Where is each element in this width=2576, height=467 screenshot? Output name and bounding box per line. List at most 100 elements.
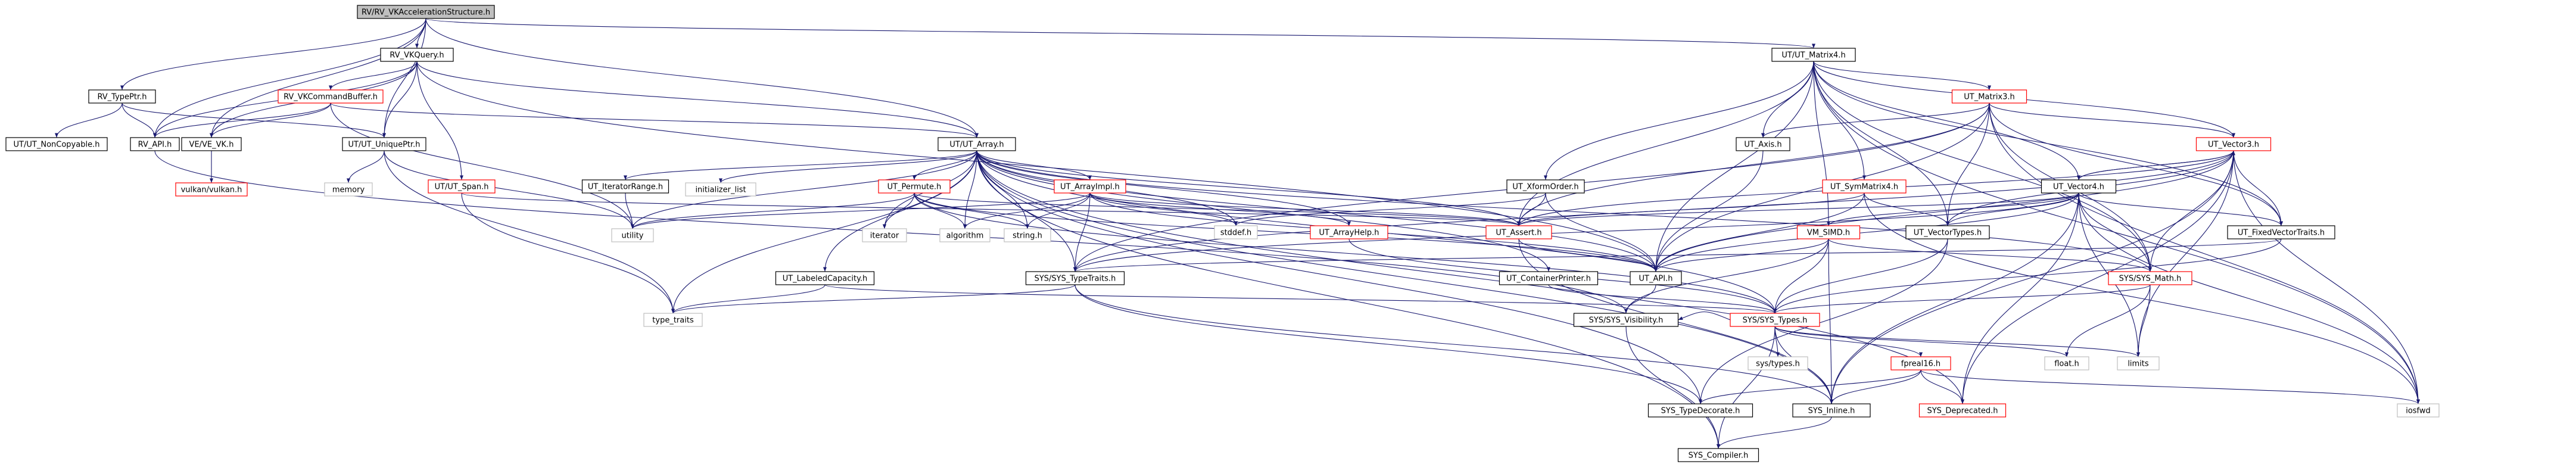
edge-rv_vkcmdbuf-to-ve_vk — [209, 102, 331, 138]
node-rv-vkquery[interactable]: RV_VKQuery.h — [380, 48, 454, 62]
node-sys-typetraits[interactable]: SYS/SYS_TypeTraits.h — [1025, 271, 1125, 285]
edge-ut_permute-to-algorithm — [914, 192, 967, 229]
node-label: SYS/SYS_Types.h — [1743, 316, 1808, 325]
node-ut-span[interactable]: UT/UT_Span.h — [428, 179, 496, 194]
edge-ut_permute-to-utility — [631, 192, 915, 229]
edge-ut_xformorder-to-stddef — [1234, 192, 1546, 226]
node-label: limits — [2128, 360, 2149, 369]
node-sys-deprecated[interactable]: SYS_Deprecated.h — [1918, 403, 2007, 418]
node-box — [2041, 179, 2117, 194]
node-ut-vectortypes[interactable]: UT_VectorTypes.h — [1905, 225, 1990, 239]
node-vulkan[interactable]: vulkan/vulkan.h — [175, 182, 248, 197]
node-box — [611, 228, 654, 242]
node-ut-api[interactable]: UT_API.h — [1630, 271, 1682, 285]
node-sys-typedecorate[interactable]: SYS_TypeDecorate.h — [1647, 403, 1753, 418]
node-iosfwd[interactable]: iosfwd — [2397, 403, 2440, 418]
node-float-h[interactable]: float.h — [2044, 356, 2089, 371]
node-ut-uniqueptr[interactable]: UT/UT_UniquePtr.h — [342, 137, 426, 151]
edge-ut_array-to-ut_labeled — [823, 150, 977, 272]
node-box — [1771, 48, 1856, 62]
node-vm-simd[interactable]: VM_SIMD.h — [1796, 225, 1861, 239]
node-label: RV_VKQuery.h — [390, 51, 444, 60]
edge-sys_types-to-float_h — [1774, 326, 2069, 357]
edge-ut_matrix3-to-ut_vectortypes — [1945, 102, 1990, 226]
node-sys-math[interactable]: SYS/SYS_Math.h — [2108, 271, 2192, 285]
node-rv-vkcmdbuf[interactable]: RV_VKCommandBuffer.h — [278, 89, 384, 104]
edge-root-to-rv_vkquery — [415, 18, 426, 49]
node-ut-axis[interactable]: UT_Axis.h — [1736, 137, 1790, 151]
node-label: UT_LabeledCapacity.h — [783, 275, 868, 284]
edge-ut_vector3-to-limits — [2136, 150, 2234, 357]
edge-vm_simd-to-sys_inline — [1828, 238, 1834, 404]
node-box — [1214, 225, 1258, 239]
node-memory[interactable]: memory — [324, 182, 373, 197]
node-box — [939, 228, 990, 242]
node-ut-vector4[interactable]: UT_Vector4.h — [2041, 179, 2117, 194]
node-box — [428, 179, 496, 194]
node-ut-permute[interactable]: UT_Permute.h — [878, 179, 951, 194]
node-label: memory — [332, 186, 365, 195]
edge-root-to-rv_typeptr — [120, 18, 426, 91]
node-fpreal16[interactable]: fpreal16.h — [1890, 356, 1951, 371]
node-algorithm[interactable]: algorithm — [939, 228, 990, 242]
node-box — [2227, 225, 2335, 239]
node-ut-labeled[interactable]: UT_LabeledCapacity.h — [775, 271, 875, 285]
edge-ut_symmatrix4-to-ut_vectortypes — [1864, 192, 1950, 226]
edge-ut_vectortypes-to-sys_types — [1773, 238, 1948, 314]
node-ut-containerprinter[interactable]: UT_ContainerPrinter.h — [1499, 271, 1599, 285]
node-label: UT_ContainerPrinter.h — [1506, 275, 1591, 284]
node-utility[interactable]: utility — [611, 228, 654, 242]
node-sys-types[interactable]: SYS/SYS_Types.h — [1730, 313, 1820, 327]
node-box — [1630, 271, 1682, 285]
node-root[interactable]: RV/RV_VKAccelerationStructure.h — [357, 5, 495, 19]
node-box — [1792, 403, 1871, 418]
node-ve-vk[interactable]: VE/VE_VK.h — [181, 137, 242, 151]
node-rv-typeptr[interactable]: RV_TypePtr.h — [88, 89, 156, 104]
node-label: UT_VectorTypes.h — [1914, 229, 1982, 238]
node-type-traits[interactable]: type_traits — [643, 313, 703, 327]
node-label: SYS/SYS_Math.h — [2119, 275, 2182, 284]
node-ut-iterrange[interactable]: UT_IteratorRange.h — [581, 179, 669, 194]
node-sys-visibility[interactable]: SYS/SYS_Visibility.h — [1573, 313, 1679, 327]
edge-sys_types-to-sys_compiler — [1716, 326, 1776, 449]
edge-ut_array-to-ut_arrayimpl — [976, 150, 1092, 180]
node-label: algorithm — [946, 232, 984, 241]
node-label: UT_ArrayHelp.h — [1319, 229, 1379, 238]
node-box — [130, 137, 180, 151]
node-rv-api[interactable]: RV_API.h — [130, 137, 180, 151]
node-iterator[interactable]: iterator — [862, 228, 907, 242]
node-ut-xformorder[interactable]: UT_XformOrder.h — [1506, 179, 1585, 194]
edge-sys_typetraits-to-type_traits — [671, 284, 1076, 314]
node-box — [1890, 356, 1951, 371]
node-ut-noncopyable[interactable]: UT/UT_NonCopyable.h — [5, 137, 108, 151]
edge-root-to-rv_api — [152, 18, 426, 138]
node-ut-assert[interactable]: UT_Assert.h — [1485, 225, 1552, 239]
node-ut-arrayimpl[interactable]: UT_ArrayImpl.h — [1054, 179, 1126, 194]
node-ut-vector3[interactable]: UT_Vector3.h — [2195, 137, 2272, 151]
node-ut-array[interactable]: UT/UT_Array.h — [937, 137, 1016, 151]
edge-sys_math-to-sys_types — [1773, 284, 2151, 314]
edge-sys_typetraits-to-sys_inline — [1074, 284, 1833, 404]
edge-ut_arrayimpl-to-algorithm — [963, 192, 1091, 229]
edge-ut_array-to-algorithm — [963, 150, 977, 229]
edge-fpreal16-to-sys_deprecated — [1920, 369, 1965, 404]
node-limits[interactable]: limits — [2117, 356, 2160, 371]
edge-sys_typetraits-to-sys_typedecorate — [1074, 284, 1702, 404]
edge-ut_assert-to-ut_api — [1518, 238, 1658, 272]
node-box — [380, 48, 454, 62]
edge-sys_types-to-fpreal16 — [1774, 326, 1923, 357]
node-ut-fixedvec[interactable]: UT_FixedVectorTraits.h — [2227, 225, 2335, 239]
node-sys-compiler[interactable]: SYS_Compiler.h — [1677, 448, 1759, 462]
node-ut-symmatrix4[interactable]: UT_SymMatrix4.h — [1822, 179, 1907, 194]
node-string-h[interactable]: string.h — [1004, 228, 1051, 242]
node-sys-types-h[interactable]: sys/types.h — [1748, 356, 1808, 371]
node-ut-matrix4[interactable]: UT/UT_Matrix4.h — [1771, 48, 1856, 62]
edge-ut_array-to-ut_containerprinter — [976, 150, 1551, 272]
node-init-list[interactable]: initializer_list — [685, 182, 756, 197]
node-stddef[interactable]: stddef.h — [1214, 225, 1258, 239]
edge-root-to-ut_matrix4 — [425, 18, 1815, 49]
node-ut-matrix3[interactable]: UT_Matrix3.h — [1951, 89, 2027, 104]
node-sys-inline[interactable]: SYS_Inline.h — [1792, 403, 1871, 418]
node-label: UT_XformOrder.h — [1512, 183, 1578, 192]
node-ut-arrayhelp[interactable]: UT_ArrayHelp.h — [1310, 225, 1388, 239]
